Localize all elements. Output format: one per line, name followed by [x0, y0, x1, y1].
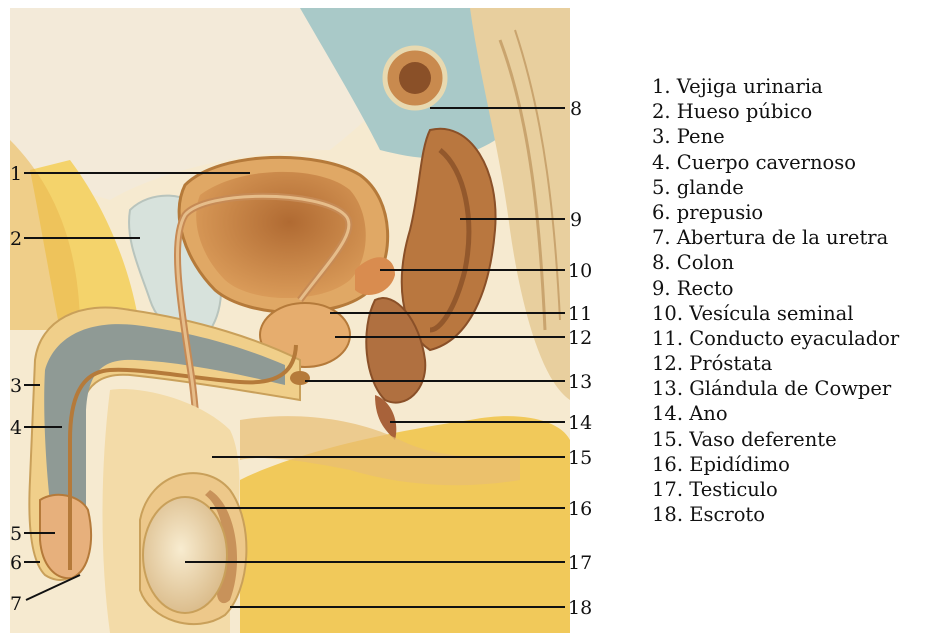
number-label-12: 12 [568, 327, 592, 349]
legend-item: 11. Conducto eyaculador [652, 326, 899, 351]
testis [143, 497, 227, 613]
anatomy-illustration [10, 8, 570, 633]
legend-item: 14. Ano [652, 401, 899, 426]
number-label-16: 16 [568, 498, 592, 520]
number-label-14: 14 [568, 412, 592, 434]
number-label-11: 11 [568, 303, 592, 325]
number-label-9: 9 [570, 209, 582, 231]
legend-item: 9. Recto [652, 276, 899, 301]
legend-item: 17. Testiculo [652, 477, 899, 502]
number-label-15: 15 [568, 447, 592, 469]
number-label-17: 17 [568, 552, 592, 574]
anatomy-legend: 1. Vejiga urinaria 2. Hueso púbico 3. Pe… [652, 74, 899, 527]
number-label-7: 7 [10, 593, 22, 615]
legend-item: 3. Pene [652, 124, 899, 149]
number-label-18: 18 [568, 597, 592, 619]
legend-item: 10. Vesícula seminal [652, 301, 899, 326]
number-label-2: 2 [10, 228, 22, 250]
legend-item: 6. prepusio [652, 200, 899, 225]
legend-item: 5. glande [652, 175, 899, 200]
number-label-6: 6 [10, 552, 22, 574]
cowper-gland [290, 371, 310, 385]
legend-item: 15. Vaso deferente [652, 427, 899, 452]
legend-item: 13. Glándula de Cowper [652, 376, 899, 401]
number-label-5: 5 [10, 523, 22, 545]
legend-item: 18. Escroto [652, 502, 899, 527]
legend-item: 16. Epidídimo [652, 452, 899, 477]
legend-item: 7. Abertura de la uretra [652, 225, 899, 250]
number-label-8: 8 [570, 98, 582, 120]
number-label-4: 4 [10, 417, 22, 439]
legend-item: 4. Cuerpo cavernoso [652, 150, 899, 175]
legend-item: 1. Vejiga urinaria [652, 74, 899, 99]
number-label-13: 13 [568, 371, 592, 393]
number-label-3: 3 [10, 375, 22, 397]
number-label-1: 1 [10, 163, 22, 185]
number-label-10: 10 [568, 260, 592, 282]
legend-item: 8. Colon [652, 250, 899, 275]
legend-item: 12. Próstata [652, 351, 899, 376]
glans [40, 495, 91, 578]
legend-item: 2. Hueso púbico [652, 99, 899, 124]
